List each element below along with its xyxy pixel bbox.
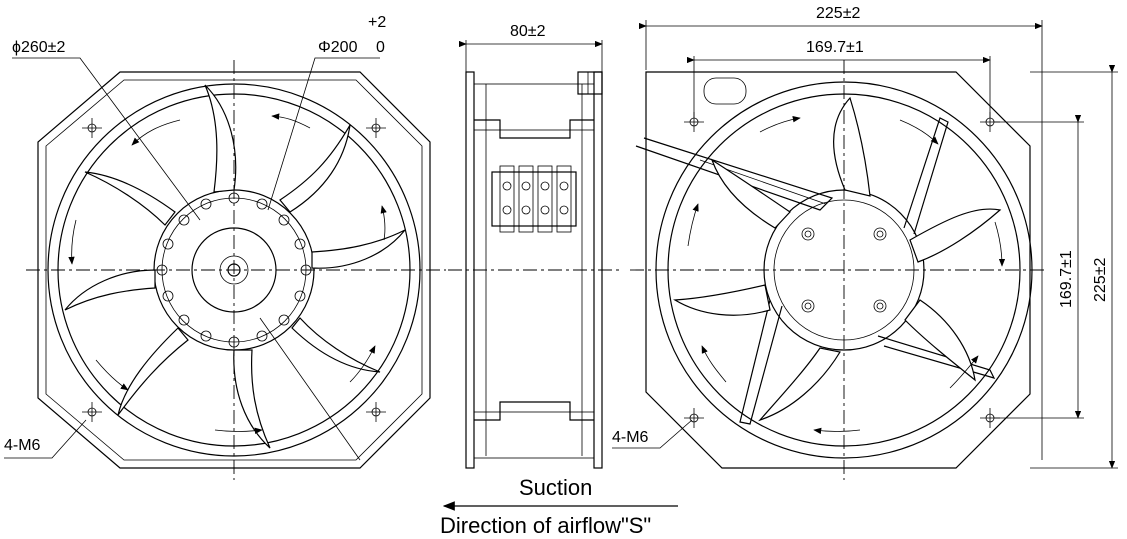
tolerance-lower: 0 [376, 39, 385, 56]
back-width-label: 225±2 [816, 5, 860, 22]
vertical-hole-spacing-label: 169.7±1 [1058, 250, 1075, 308]
back-view [612, 20, 1118, 480]
back-rotation-arrows [687, 116, 1006, 435]
front-view [4, 57, 446, 480]
airflow-direction-label: Direction of airflow"S" [440, 513, 651, 538]
side-view [448, 40, 620, 469]
inner-diameter-label: Φ200 [318, 39, 358, 56]
front-frame [37, 71, 431, 469]
back-mount-label: 4-M6 [612, 429, 649, 446]
terminal-block [491, 165, 577, 233]
back-blades [673, 96, 1002, 422]
back-height-label: 225±2 [1092, 258, 1109, 302]
back-frame [645, 71, 1031, 469]
front-mount-label: 4-M6 [4, 437, 41, 454]
front-mount-holes [82, 118, 386, 422]
motor-screws [801, 227, 887, 313]
back-hole-spacing-label: 169.7±1 [806, 39, 864, 56]
front-blades [64, 84, 406, 449]
tolerance-upper: +2 [368, 14, 386, 31]
outer-diameter-label: ϕ260±2 [12, 39, 65, 56]
depth-label: 80±2 [510, 23, 546, 40]
suction-label: Suction [519, 475, 592, 500]
front-rotation-arrows [68, 113, 387, 435]
